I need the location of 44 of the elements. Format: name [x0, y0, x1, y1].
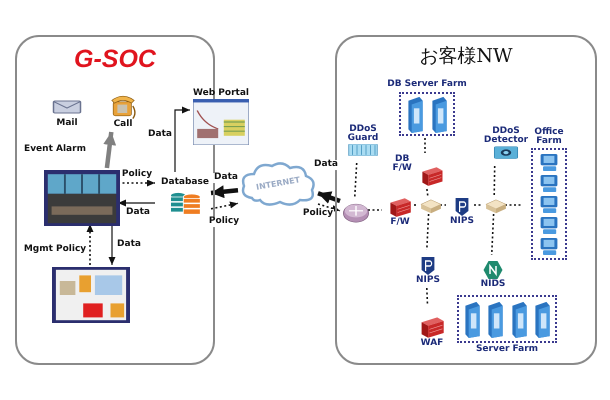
connector-line [426, 214, 430, 250]
connector-line [474, 204, 483, 206]
connector-line [414, 204, 418, 206]
arrow [103, 132, 116, 168]
edge-label: Mgmt Policy [22, 245, 88, 255]
arrow [317, 191, 341, 204]
connector-line [368, 209, 382, 211]
icon-label: DDoS Guard [346, 124, 380, 144]
edge-label: Data [313, 160, 339, 170]
arrow [174, 106, 190, 172]
icon-label: Web Portal [193, 89, 249, 99]
group-label: Server Farm [476, 345, 538, 355]
connector-line [354, 162, 358, 198]
icon-label: Mail [56, 119, 78, 129]
icon-label: NIPS [450, 217, 474, 227]
edge-label: Policy [120, 170, 154, 180]
icon-label: Call [114, 120, 132, 130]
icon-label: DB F/W [391, 155, 413, 174]
arrow [210, 185, 238, 198]
icon-label: WAF [420, 339, 444, 349]
icon-label: NIDS [480, 280, 506, 290]
connector-line [424, 138, 426, 153]
arrow [210, 202, 238, 210]
edge-label: Policy [208, 217, 240, 227]
panel-title: G-SOC [73, 45, 158, 74]
connector-line [490, 214, 494, 256]
connector-line [493, 166, 496, 196]
edge-label: Policy [302, 209, 334, 219]
icon-label: NIPS [416, 276, 440, 286]
edge-label: Data [213, 173, 239, 183]
panel-title: お客様NW [418, 44, 514, 69]
connector-line [505, 204, 521, 206]
connector-line [426, 188, 429, 196]
arrow [86, 224, 94, 265]
icon-label: Database [161, 178, 209, 188]
arrow [108, 224, 116, 265]
connector-line [440, 204, 446, 206]
cloud-label: INTERNET [255, 176, 301, 192]
arrow [118, 200, 155, 206]
group-label: DB Server Farm [387, 80, 467, 90]
icon-label: F/W [390, 218, 410, 228]
arrow [318, 203, 340, 212]
icon-label: DDoS Detector [482, 126, 530, 146]
connector-line [426, 288, 428, 306]
